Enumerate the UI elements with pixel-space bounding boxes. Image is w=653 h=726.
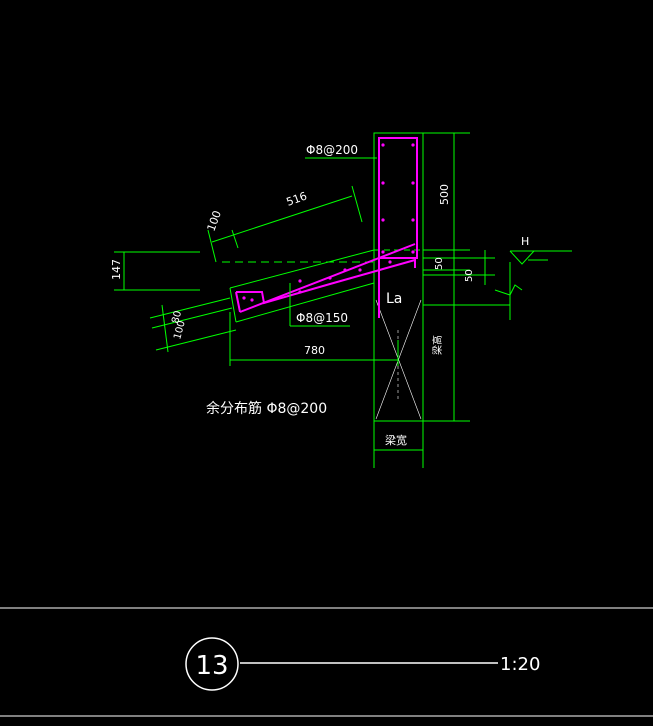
label-slab-rebar: Φ8@150 — [296, 311, 348, 325]
label-100b: 100 — [172, 319, 188, 340]
label-80: 80 — [170, 310, 184, 325]
label-la: La — [386, 291, 402, 307]
label-dist-rebar: 余分布筋 Φ8@200 — [206, 400, 327, 417]
beam-outline — [373, 132, 424, 422]
label-516: 516 — [285, 189, 309, 208]
label-50b: 50 — [464, 269, 475, 282]
detail-circle — [185, 637, 239, 691]
label-level-h: H — [521, 235, 529, 248]
label-147: 147 — [110, 259, 123, 280]
label-780: 780 — [304, 344, 325, 357]
dimension-lines — [114, 132, 572, 468]
label-beam-height: 梁高 — [431, 335, 444, 355]
label-100: 100 — [205, 209, 224, 233]
beam-rebar-dots — [381, 143, 415, 254]
detail-number: 13 — [195, 651, 228, 681]
label-50a: 50 — [434, 257, 445, 270]
detail-scale: 1:20 — [500, 654, 540, 675]
inclined-slab — [222, 249, 375, 323]
label-top-rebar: Φ8@200 — [306, 143, 358, 157]
slab-rebar — [235, 243, 416, 313]
beam-rebar — [378, 137, 418, 318]
label-beam-width: 梁宽 — [385, 433, 407, 447]
slab-rebar-dots — [242, 260, 392, 302]
label-500: 500 — [438, 184, 451, 205]
